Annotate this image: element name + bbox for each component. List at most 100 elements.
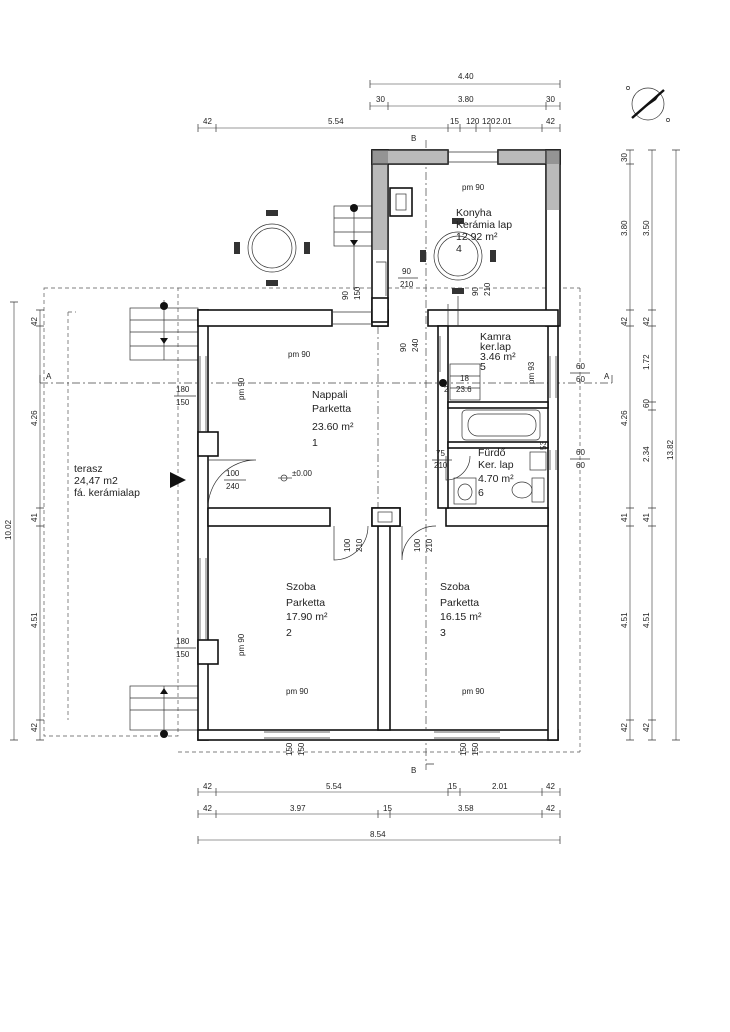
pantry-stairs	[439, 363, 481, 401]
svg-text:4.40: 4.40	[458, 72, 474, 81]
room-bathroom: Fürdő Ker. lap 4.70 m² 6	[478, 447, 514, 499]
living-level: ±0.00	[292, 469, 313, 478]
svg-text:41: 41	[30, 513, 39, 522]
svg-text:180: 180	[176, 385, 190, 394]
room2-area: 17.90 m²	[286, 611, 328, 623]
toilet	[511, 477, 545, 503]
svg-text:30: 30	[546, 95, 555, 104]
svg-text:42: 42	[642, 317, 651, 326]
windows	[199, 151, 557, 739]
svg-text:8.54: 8.54	[370, 830, 386, 839]
kitchen-steps	[333, 204, 375, 290]
room-bedroom-3: Szoba Parketta 16.15 m² 3 pm 90	[440, 581, 485, 696]
svg-text:150: 150	[297, 742, 306, 756]
dimensions-right: 30 3.80 42 4.26 41 4.51 42 3.50 42 1.72 …	[620, 149, 680, 741]
room3-name: Szoba	[440, 581, 470, 593]
room3-window-bottom: pm 90	[462, 687, 485, 696]
living-number: 1	[312, 437, 318, 449]
dimensions-top: 4.40 30 3.80 30 42 5.54 15 120 120 2.01 …	[197, 72, 561, 132]
svg-text:60: 60	[642, 399, 651, 408]
svg-text:5.54: 5.54	[328, 117, 344, 126]
room2-window-bottom: pm 90	[286, 687, 309, 696]
entry-arrow	[170, 472, 186, 488]
pantry-area: 3.46 m²	[480, 351, 516, 363]
svg-text:60: 60	[576, 375, 585, 384]
terrace-steps-bottom	[129, 685, 199, 738]
svg-text:41: 41	[620, 513, 629, 522]
washing-machine	[529, 451, 547, 471]
svg-text:42: 42	[642, 723, 651, 732]
pantry-floor: ker.lap	[480, 341, 511, 353]
svg-text:30: 30	[620, 153, 629, 162]
svg-text:3.58: 3.58	[458, 804, 474, 813]
svg-text:42: 42	[30, 317, 39, 326]
svg-text:42: 42	[203, 804, 212, 813]
svg-text:42: 42	[546, 782, 555, 791]
svg-text:15: 15	[383, 804, 392, 813]
section-a-label-right: A	[604, 372, 610, 381]
svg-text:42: 42	[30, 723, 39, 732]
svg-text:150: 150	[176, 398, 190, 407]
kitchen-number: 4	[456, 243, 462, 255]
svg-text:120: 120	[466, 117, 480, 126]
room-living: Nappali Parketta 23.60 m² 1 pm 90 pm 90 …	[237, 350, 354, 478]
svg-text:2.01: 2.01	[496, 117, 512, 126]
svg-text:75: 75	[436, 449, 445, 458]
room3-number: 3	[440, 627, 446, 639]
terrace-steps-top	[129, 300, 199, 361]
terrace-floor: fá. kerámialap	[74, 487, 140, 499]
svg-text:4.51: 4.51	[620, 612, 629, 628]
svg-text:150: 150	[176, 650, 190, 659]
bath-floor: Ker. lap	[478, 459, 514, 471]
room2-name: Szoba	[286, 581, 316, 593]
kitchen-window: pm 90	[462, 183, 485, 192]
room-kitchen: Konyha Kerámia lap 12.92 m² 4 pm 90	[456, 183, 512, 255]
room3-area: 16.15 m²	[440, 611, 482, 623]
svg-text:210: 210	[434, 461, 448, 470]
dining-table-outdoor	[234, 210, 310, 286]
svg-text:3.50: 3.50	[642, 220, 651, 236]
svg-text:30: 30	[376, 95, 385, 104]
room2-number: 2	[286, 627, 292, 639]
svg-text:100: 100	[343, 538, 352, 552]
doors	[207, 261, 471, 561]
room2-window-left: pm 90	[237, 633, 246, 656]
svg-text:10.02: 10.02	[4, 519, 13, 540]
svg-text:15: 15	[450, 117, 459, 126]
svg-text:4.26: 4.26	[620, 410, 629, 426]
north-arrow-icon	[626, 86, 670, 122]
svg-text:15: 15	[448, 782, 457, 791]
living-area: 23.60 m²	[312, 421, 354, 433]
svg-text:210: 210	[483, 282, 492, 296]
svg-text:2: 2	[444, 385, 449, 394]
svg-text:53: 53	[539, 441, 548, 450]
living-window-top: pm 90	[288, 350, 311, 359]
svg-text:1.72: 1.72	[642, 354, 651, 370]
svg-text:42: 42	[620, 723, 629, 732]
sink	[453, 477, 477, 505]
svg-text:4.51: 4.51	[30, 612, 39, 628]
svg-text:150: 150	[471, 742, 480, 756]
svg-text:23.6: 23.6	[456, 385, 472, 394]
svg-text:180: 180	[176, 637, 190, 646]
section-b-label-bottom: B	[411, 766, 416, 775]
bath-area: 4.70 m²	[478, 473, 514, 485]
svg-text:90: 90	[471, 287, 480, 296]
opening-labels: 180 150 100 240 180 150 90 210 90 150 90…	[174, 267, 590, 756]
terrace-area: 24,47 m2	[74, 475, 118, 487]
svg-text:210: 210	[355, 538, 364, 552]
living-name: Nappali	[312, 389, 348, 401]
dining-table-kitchen	[420, 218, 496, 294]
living-floor: Parketta	[312, 403, 351, 415]
pantry-name: Kamra	[480, 331, 511, 343]
svg-text:4.26: 4.26	[30, 410, 39, 426]
svg-text:42: 42	[620, 317, 629, 326]
svg-text:150: 150	[353, 286, 362, 300]
svg-text:100: 100	[413, 538, 422, 552]
kitchen-name: Konyha	[456, 207, 492, 219]
room-bedroom-2: Szoba Parketta 17.90 m² 2 pm 90 pm 90	[237, 581, 328, 696]
svg-text:13.82: 13.82	[666, 439, 675, 460]
svg-text:42: 42	[203, 117, 212, 126]
svg-text:210: 210	[400, 280, 414, 289]
